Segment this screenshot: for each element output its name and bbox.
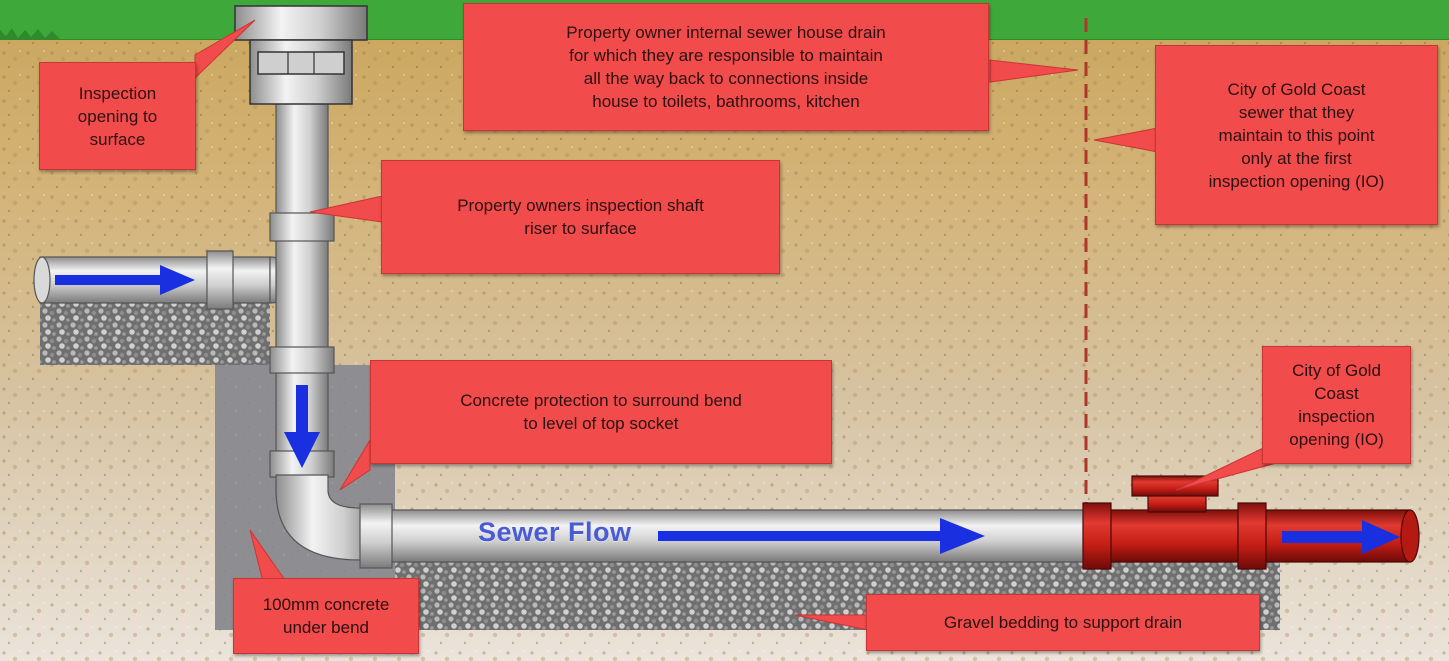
main-pipe-socket: [360, 504, 392, 568]
inspection-cap: [235, 6, 367, 40]
callout-concrete-under-bend: 100mm concrete under bend: [233, 578, 419, 654]
callout-concrete-protection: Concrete protection to surround bend to …: [370, 360, 832, 464]
riser-socket-middle: [270, 347, 334, 373]
sewer-flow-label: Sewer Flow: [478, 517, 632, 548]
inlet-socket: [207, 251, 233, 309]
callout-inspection-opening: Inspection opening to surface: [39, 62, 196, 170]
riser-socket-upper: [270, 213, 334, 241]
callout-gravel-bedding: Gravel bedding to support drain: [866, 594, 1260, 651]
callout-inspection-shaft-riser: Property owners inspection shaft riser t…: [381, 160, 780, 274]
inspection-cap-nut: [258, 52, 344, 74]
callout-property-owner-drain: Property owner internal sewer house drai…: [463, 3, 989, 131]
callout-city-sewer-maintain: City of Gold Coast sewer that they maint…: [1155, 45, 1438, 225]
callout-city-io: City of Gold Coast inspection opening (I…: [1262, 346, 1411, 464]
